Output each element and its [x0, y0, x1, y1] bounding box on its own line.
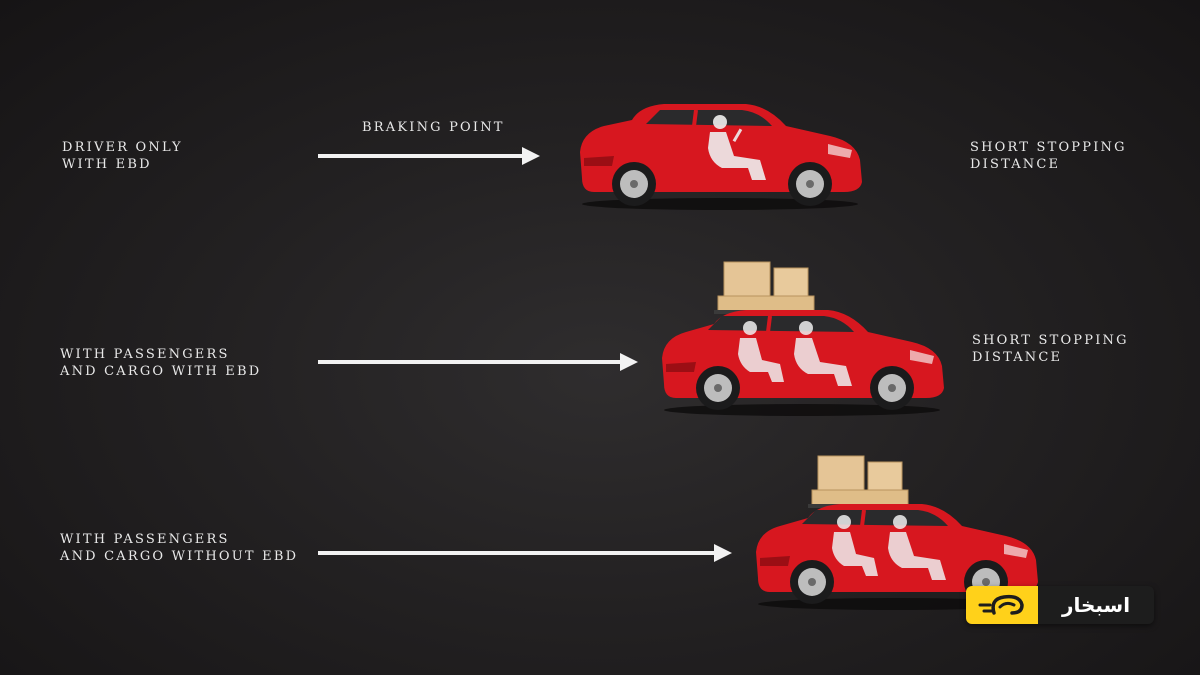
watermark-logo: اسبخار [966, 586, 1154, 624]
row-1-result-line-1: SHORT STOPPING [970, 140, 1127, 155]
row-1-label: DRIVER ONLY WITH EBD [62, 139, 183, 173]
row-1-result-line-2: DISTANCE [970, 157, 1061, 172]
logo-mark-icon [966, 586, 1038, 624]
row-3-label-line-2: AND CARGO WITHOUT EBD [60, 549, 299, 564]
car-driver-only-image [580, 104, 862, 210]
cargo-boxes [808, 455, 912, 508]
row-1-car [574, 96, 866, 212]
cargo-boxes [714, 261, 818, 314]
braking-point-label: BRAKING POINT [362, 120, 505, 135]
row-2-label: WITH PASSENGERS AND CARGO WITH EBD [60, 346, 261, 380]
row-3-label: WITH PASSENGERS AND CARGO WITHOUT EBD [60, 531, 298, 565]
row-1-label-line-2: WITH EBD [62, 157, 152, 172]
row-1-label-line-1: DRIVER ONLY [62, 140, 183, 155]
row-1-result: SHORT STOPPING DISTANCE [970, 139, 1127, 173]
row-3-label-line-1: WITH PASSENGERS [60, 532, 230, 547]
row-2-result-line-1: SHORT STOPPING [972, 333, 1129, 348]
row-2-label-line-1: WITH PASSENGERS [60, 347, 230, 362]
row-1-arrow [318, 147, 540, 165]
car-passengers-cargo-image [662, 261, 944, 416]
row-2-arrow [318, 353, 638, 371]
row-2-label-line-2: AND CARGO WITH EBD [60, 364, 262, 379]
row-2-car [656, 260, 948, 418]
row-3-arrow [318, 544, 732, 562]
row-2-result-line-2: DISTANCE [972, 350, 1063, 365]
logo-text: اسبخار [1038, 586, 1154, 624]
row-2-result: SHORT STOPPING DISTANCE [972, 332, 1129, 366]
